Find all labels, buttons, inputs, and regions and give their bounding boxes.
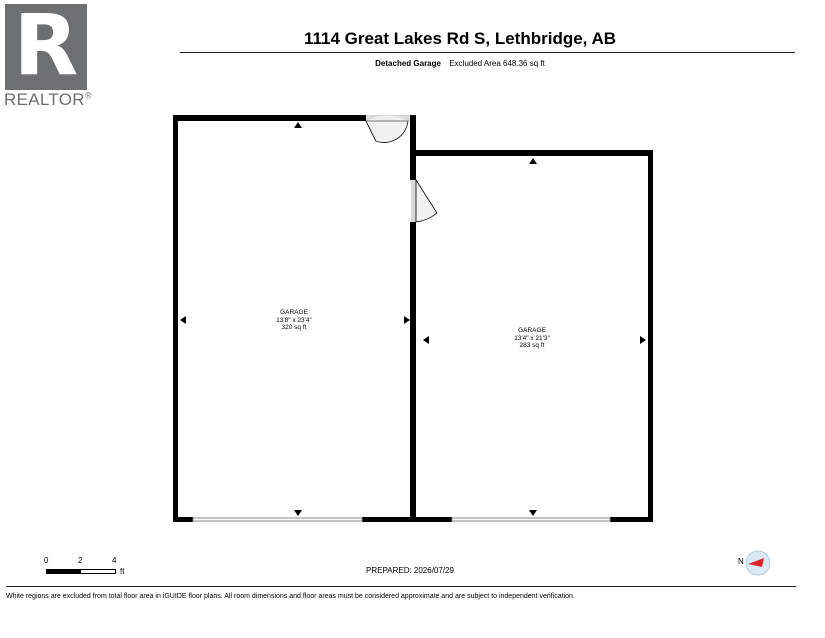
garage-doors: [192, 517, 611, 522]
room-label-left-garage: GARAGE 13'8" x 23'4" 320 sq ft: [249, 309, 339, 332]
realtor-logo: R REALTOR®: [0, 0, 100, 112]
room-name: GARAGE: [280, 309, 308, 316]
footer-disclaimer: White regions are excluded from total fl…: [6, 593, 575, 600]
middle-swing-door: [411, 178, 438, 223]
dimension-arrows: [180, 122, 646, 516]
room-area: 320 sq ft: [281, 324, 307, 331]
compass-icon: [745, 550, 771, 576]
left-garage-walls: [173, 115, 416, 522]
page-title: 1114 Great Lakes Rd S, Lethbridge, AB: [303, 29, 617, 48]
plan-subtitle: Detached Garage Excluded Area 648.36 sq …: [200, 59, 720, 68]
north-compass: N: [738, 549, 771, 577]
realtor-r-mark: R: [5, 0, 87, 90]
prepared-date: PREPARED: 2026/07/29: [366, 566, 454, 575]
realtor-wordmark-text: REALTOR: [4, 90, 85, 109]
scale-segment-light: [80, 569, 116, 574]
room-name: GARAGE: [518, 327, 546, 334]
footer-rule: [6, 586, 796, 587]
scale-segment-dark: [46, 569, 82, 574]
room-area: 283 sq ft: [519, 342, 545, 349]
left-garage-door: [192, 517, 363, 522]
scale-unit: ft: [120, 567, 125, 576]
room-dimensions: 13'8" x 23'4": [276, 316, 312, 324]
registered-mark: ®: [84, 90, 92, 101]
scale-label-4: 4: [112, 556, 117, 565]
right-garage-walls: [416, 150, 653, 522]
scale-label-2: 2: [78, 556, 83, 565]
scale-bar: 0 2 4 ft: [44, 556, 134, 580]
building-label: Detached Garage: [375, 59, 441, 68]
right-garage-door: [451, 517, 611, 522]
realtor-letter: R: [13, 0, 79, 94]
excluded-area-label: Excluded Area 648.36 sq ft: [449, 59, 545, 68]
realtor-wordmark: REALTOR®: [4, 90, 92, 110]
header-rule: [180, 52, 795, 53]
room-dimensions: 13'4" x 21'3": [514, 334, 550, 342]
top-swing-door: [365, 115, 410, 143]
room-label-right-garage: GARAGE 13'4" x 21'3" 283 sq ft: [487, 327, 577, 350]
compass-label: N: [738, 557, 744, 566]
scale-label-0: 0: [44, 556, 49, 565]
